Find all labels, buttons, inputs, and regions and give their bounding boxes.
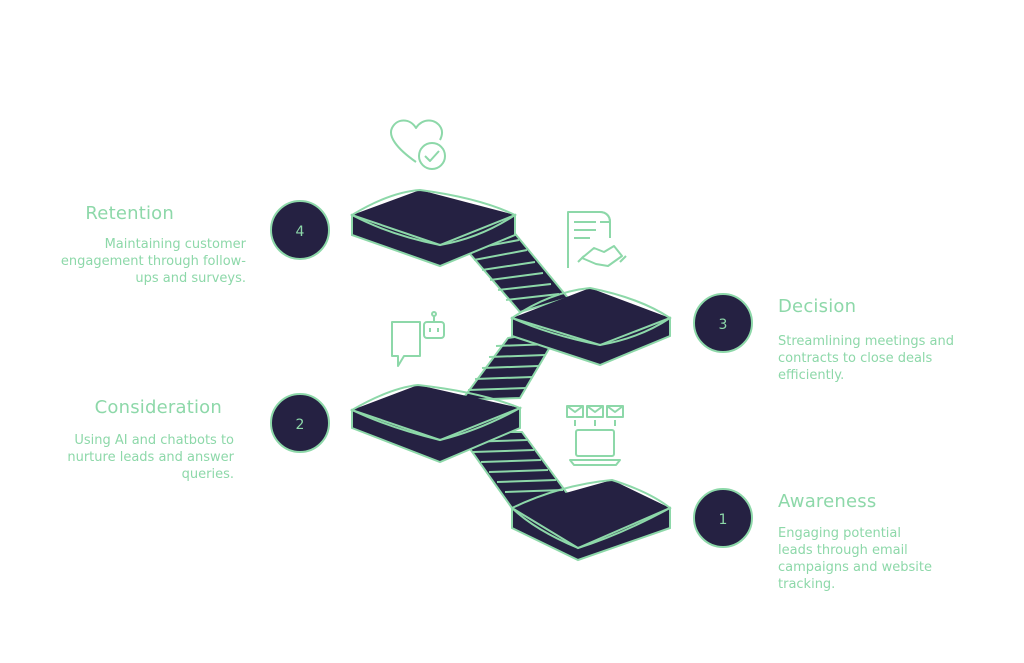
- step-3-marker: 3: [693, 293, 753, 353]
- step-1-description: Engaging potential leads through email c…: [778, 526, 932, 592]
- step-4-title: Retention: [85, 203, 174, 224]
- platform-3: [509, 286, 672, 367]
- step-4-description: Maintaining customer engagement through …: [60, 237, 246, 286]
- chatbot-icon: [391, 311, 445, 367]
- contract-handshake-icon: [567, 211, 627, 268]
- step-4-number: 4: [296, 224, 305, 240]
- step-1-title: Awareness: [778, 491, 877, 512]
- step-1-number: 1: [719, 512, 728, 528]
- step-2-description: Using AI and chatbots to nurture leads a…: [67, 433, 234, 482]
- stairs-2-3: [459, 328, 562, 402]
- laptop-email-icon: [566, 405, 624, 466]
- platform-1: [510, 478, 672, 562]
- step-2-marker: 2: [270, 393, 330, 453]
- step-2-number: 2: [296, 417, 305, 433]
- step-3-number: 3: [719, 317, 728, 333]
- step-1-marker: 1: [693, 488, 753, 548]
- step-3-title: Decision: [778, 296, 857, 317]
- step-3-description: Streamlining meetings and contracts to c…: [778, 334, 954, 383]
- step-4-marker: 4: [270, 200, 330, 260]
- heart-check-icon: [390, 119, 446, 170]
- platform-2: [349, 383, 523, 464]
- step-2-title: Consideration: [94, 397, 222, 418]
- platform-4: [349, 188, 518, 268]
